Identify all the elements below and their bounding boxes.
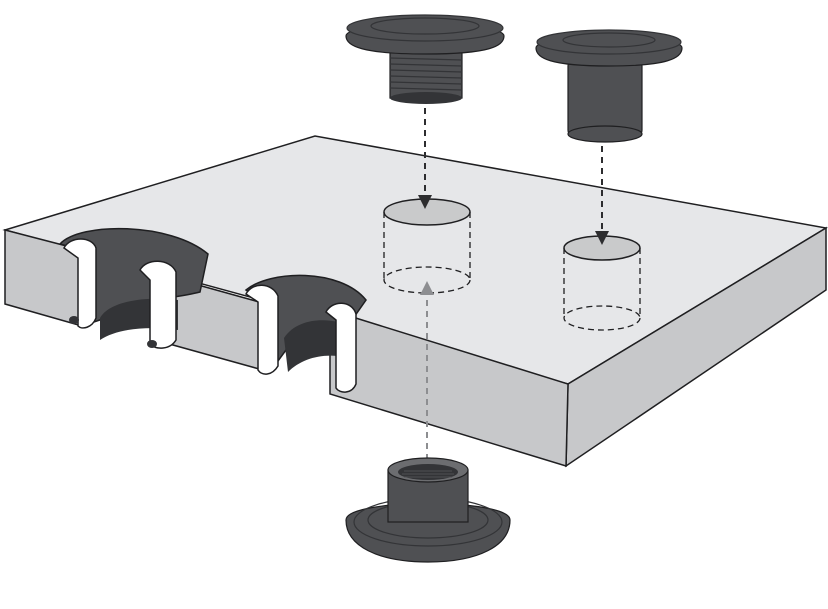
threaded-male-fastener xyxy=(345,14,505,104)
panel xyxy=(2,135,828,468)
receiving-hole-threaded xyxy=(383,198,471,294)
inner-thread-lines xyxy=(402,470,454,478)
cutaway-bore-left xyxy=(58,227,209,349)
thread-lines xyxy=(389,57,463,91)
smooth-male-fastener xyxy=(535,29,683,143)
panel-front-face xyxy=(329,308,569,468)
cutaway-bore-middle xyxy=(244,274,367,393)
threaded-female-fastener xyxy=(345,457,511,563)
insertion-arrows xyxy=(418,108,609,460)
